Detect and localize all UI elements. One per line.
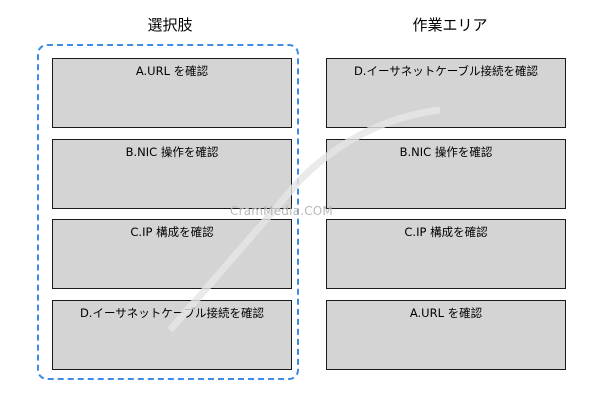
- work-slot-label: C.IP 構成を確認: [404, 225, 488, 239]
- choice-item-ip[interactable]: C.IP 構成を確認: [52, 219, 292, 289]
- work-slot-label: A.URL を確認: [409, 306, 483, 320]
- choice-item-ethernet[interactable]: D.イーサネットケーブル接続を確認: [52, 300, 292, 370]
- choices-heading: 選択肢: [147, 16, 193, 34]
- work-slot-2[interactable]: B.NIC 操作を確認: [326, 139, 566, 209]
- choice-item-label: A.URL を確認: [135, 64, 209, 78]
- choice-item-label: D.イーサネットケーブル接続を確認: [79, 306, 265, 320]
- choice-item-nic[interactable]: B.NIC 操作を確認: [52, 139, 292, 209]
- work-slot-label: B.NIC 操作を確認: [399, 145, 493, 159]
- work-slot-1[interactable]: D.イーサネットケーブル接続を確認: [326, 58, 566, 128]
- choice-item-label: C.IP 構成を確認: [130, 225, 214, 239]
- work-area-heading: 作業エリア: [412, 16, 488, 34]
- choice-item-url[interactable]: A.URL を確認: [52, 58, 292, 128]
- choice-item-label: B.NIC 操作を確認: [125, 145, 219, 159]
- work-slot-label: D.イーサネットケーブル接続を確認: [353, 64, 539, 78]
- work-slot-4[interactable]: A.URL を確認: [326, 300, 566, 370]
- work-slot-3[interactable]: C.IP 構成を確認: [326, 219, 566, 289]
